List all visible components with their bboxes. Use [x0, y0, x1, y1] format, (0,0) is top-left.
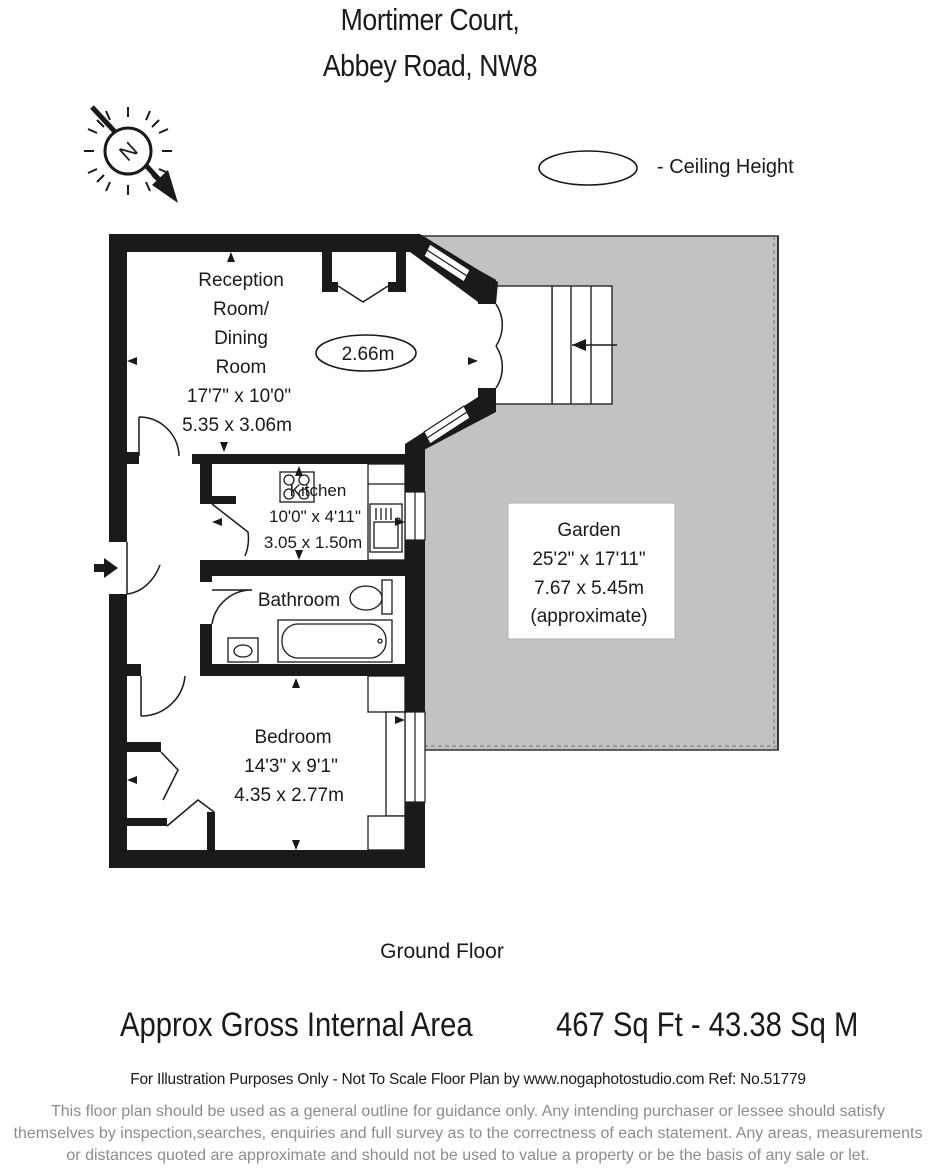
address-line-1: Mortimer Court,	[340, 2, 520, 37]
ceiling-height-value: 2.66m	[342, 344, 395, 365]
svg-text:Reception: Reception	[198, 270, 284, 291]
garden-label: Garden 25'2" x 17'11" 7.67 x 5.45m (appr…	[530, 520, 647, 627]
bedroom-label: Bedroom 14'3" x 9'1" 4.35 x 2.77m	[234, 727, 344, 806]
svg-text:25'2" x 17'11": 25'2" x 17'11"	[532, 549, 645, 570]
address-line-2: Abbey Road, NW8	[322, 48, 538, 83]
svg-text:Room: Room	[216, 357, 267, 378]
disclaimer-line: This floor plan should be used as a gene…	[51, 1103, 885, 1120]
svg-text:7.67 x 5.45m: 7.67 x 5.45m	[534, 578, 644, 599]
kitchen-label: Kitchen 10'0" x 4'11" 3.05 x 1.50m	[264, 481, 362, 552]
garden-area	[414, 235, 779, 751]
disclaimer: This floor plan should be used as a gene…	[0, 1101, 936, 1167]
disclaimer-line: themselves by inspection,searches, enqui…	[13, 1125, 923, 1142]
svg-text:17'7" x 10'0": 17'7" x 10'0"	[187, 386, 291, 407]
disclaimer-line: or distances quoted are approximate and …	[66, 1147, 870, 1164]
gross-area-label: Approx Gross Internal Area	[120, 1006, 473, 1044]
dimension-arrows	[127, 252, 478, 850]
svg-text:4.35 x 2.77m: 4.35 x 2.77m	[234, 785, 344, 806]
toilet-icon	[381, 579, 393, 615]
entrance-arrow-icon	[94, 558, 118, 578]
svg-text:Garden: Garden	[557, 520, 620, 541]
svg-text:5.35 x 3.06m: 5.35 x 3.06m	[182, 415, 292, 436]
illustration-notice: For Illustration Purposes Only - Not To …	[130, 1071, 806, 1088]
floor-plan: N	[84, 105, 779, 868]
floor-label: Ground Floor	[380, 940, 504, 963]
doors	[106, 285, 503, 827]
fixtures	[227, 463, 406, 851]
compass-icon: N	[84, 105, 178, 203]
garden-label-box	[507, 502, 676, 640]
windows	[404, 243, 471, 803]
svg-text:3.05 x 1.50m: 3.05 x 1.50m	[264, 533, 362, 552]
ceiling-height-marker	[315, 334, 417, 372]
svg-text:Kitchen: Kitchen	[290, 481, 347, 500]
gross-area-value: 467 Sq Ft - 43.38 Sq M	[556, 1006, 859, 1044]
bathroom-label: Bathroom	[258, 590, 340, 611]
svg-text:10'0" x 4'11": 10'0" x 4'11"	[269, 507, 361, 526]
svg-text:Dining: Dining	[214, 328, 268, 349]
ceiling-height-legend-label: - Ceiling Height	[657, 156, 794, 178]
svg-text:Bedroom: Bedroom	[254, 727, 331, 748]
ceiling-height-legend-ellipse	[538, 150, 638, 186]
reception-label: Reception Room/ Dining Room 17'7" x 10'0…	[182, 270, 292, 436]
svg-text:(approximate): (approximate)	[530, 606, 647, 627]
svg-text:14'3" x 9'1": 14'3" x 9'1"	[244, 756, 338, 777]
garden-steps	[494, 285, 617, 405]
svg-text:Bathroom: Bathroom	[258, 590, 340, 611]
svg-text:Room/: Room/	[213, 299, 270, 320]
